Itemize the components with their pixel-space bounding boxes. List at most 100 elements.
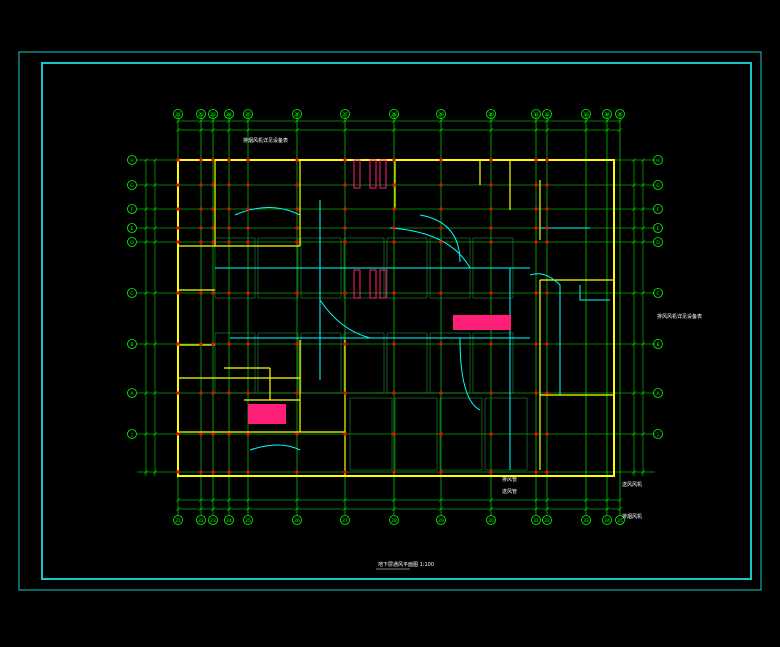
axis-bubble-top-circle bbox=[581, 109, 591, 119]
fan-outline bbox=[353, 159, 361, 189]
column bbox=[439, 158, 443, 162]
column bbox=[489, 291, 493, 295]
column bbox=[295, 432, 299, 436]
axis-bubble-bottom-label: 32 bbox=[544, 518, 550, 524]
axis-grid bbox=[137, 113, 655, 515]
dimension-tick bbox=[438, 497, 444, 503]
axis-bubble-bottom-label: 30 bbox=[488, 518, 494, 524]
dimension-tick bbox=[488, 506, 494, 512]
dimension-tick bbox=[631, 206, 637, 212]
column bbox=[211, 342, 215, 346]
dimension-tick bbox=[210, 118, 216, 124]
axis-bubble-top-circle bbox=[173, 109, 183, 119]
dimension-tick bbox=[604, 118, 610, 124]
parking-bay bbox=[343, 332, 385, 394]
dimension-tick bbox=[631, 225, 637, 231]
note-bottom-right-2: 排烟风机 bbox=[622, 513, 642, 520]
column bbox=[176, 183, 180, 187]
column bbox=[199, 432, 203, 436]
dimension-tick bbox=[617, 497, 623, 503]
dimension-tick bbox=[544, 127, 550, 133]
column bbox=[545, 470, 549, 474]
dimension-tick bbox=[198, 497, 204, 503]
column bbox=[343, 226, 347, 230]
column bbox=[534, 183, 538, 187]
dimension-tick bbox=[175, 127, 181, 133]
axis-bubble-right-circle bbox=[653, 429, 663, 439]
column bbox=[246, 342, 250, 346]
column bbox=[199, 470, 203, 474]
axis-bubble-top-circle bbox=[615, 109, 625, 119]
axis-bubble-right-label: C bbox=[656, 291, 659, 297]
column bbox=[545, 342, 549, 346]
column bbox=[489, 470, 493, 474]
dimension-tick bbox=[631, 239, 637, 245]
column bbox=[227, 342, 231, 346]
column bbox=[227, 291, 231, 295]
dimension-tick bbox=[604, 506, 610, 512]
axis-bubble-right-circle bbox=[653, 155, 663, 165]
dimension-tick bbox=[152, 431, 158, 437]
axis-bubble-bottom-circle bbox=[292, 515, 302, 525]
dimension-tick bbox=[544, 506, 550, 512]
column bbox=[343, 391, 347, 395]
axis-bubble-top-label: 22 bbox=[198, 112, 204, 118]
dimension-tick bbox=[438, 118, 444, 124]
dimension-tick bbox=[640, 157, 646, 163]
column bbox=[211, 240, 215, 244]
dimension-tick bbox=[245, 127, 251, 133]
axis-bubble-top-label: 28 bbox=[391, 112, 397, 118]
axis-bubble-left-circle bbox=[127, 223, 137, 233]
axis-bubble-top-circle bbox=[243, 109, 253, 119]
axis-bubble-left-label: J bbox=[130, 432, 132, 438]
axis-bubble-top-circle bbox=[542, 109, 552, 119]
column bbox=[534, 391, 538, 395]
column bbox=[343, 342, 347, 346]
axis-bubble-top-label: 26 bbox=[294, 112, 300, 118]
axis-bubble-left-label: E bbox=[131, 226, 134, 232]
parking-bay bbox=[214, 332, 256, 394]
axis-bubble-bottom-circle bbox=[615, 515, 625, 525]
axis-bubble-top-label: 25 bbox=[245, 112, 251, 118]
dimension-tick bbox=[210, 497, 216, 503]
dimension-tick bbox=[152, 157, 158, 163]
column bbox=[343, 291, 347, 295]
axis-bubble-left-circle bbox=[127, 288, 137, 298]
dimension-tick bbox=[617, 127, 623, 133]
axis-bubble-bottom-label: 33 bbox=[583, 518, 589, 524]
dimension-tick bbox=[640, 182, 646, 188]
parking-bay bbox=[386, 332, 428, 394]
dimension-tick bbox=[631, 157, 637, 163]
dimension-tick bbox=[391, 118, 397, 124]
axis-bubble-left-circle bbox=[127, 388, 137, 398]
dimension-tick bbox=[583, 497, 589, 503]
axis-bubble-right-circle bbox=[653, 288, 663, 298]
note-top: 排烟风机详见设备表 bbox=[243, 137, 288, 144]
dimension-tick bbox=[294, 506, 300, 512]
dimension-tick bbox=[198, 127, 204, 133]
parking-bays bbox=[214, 237, 528, 471]
parking-bay bbox=[300, 332, 342, 394]
column bbox=[489, 432, 493, 436]
dimension-tick bbox=[391, 506, 397, 512]
axis-bubble-bottom-circle bbox=[224, 515, 234, 525]
parking-bay bbox=[429, 332, 471, 394]
dimension-tick bbox=[544, 118, 550, 124]
axis-bubble-bottom-label: 25 bbox=[245, 518, 251, 524]
column bbox=[392, 207, 396, 211]
axis-bubble-right-label: F bbox=[657, 207, 660, 213]
dimension-tick bbox=[226, 506, 232, 512]
axis-bubble-top-circle bbox=[340, 109, 350, 119]
column bbox=[534, 470, 538, 474]
axis-bubble-top-label: 34 bbox=[604, 112, 610, 118]
column bbox=[439, 391, 443, 395]
axis-bubble-top-circle bbox=[531, 109, 541, 119]
dimension-tick bbox=[198, 118, 204, 124]
axis-bubble-bottom-circle bbox=[243, 515, 253, 525]
duct-run bbox=[319, 299, 371, 339]
column bbox=[176, 342, 180, 346]
axis-bubble-bottom-label: 23 bbox=[210, 518, 216, 524]
axis-bubble-right-label: B bbox=[656, 342, 659, 348]
ducts bbox=[215, 200, 610, 470]
